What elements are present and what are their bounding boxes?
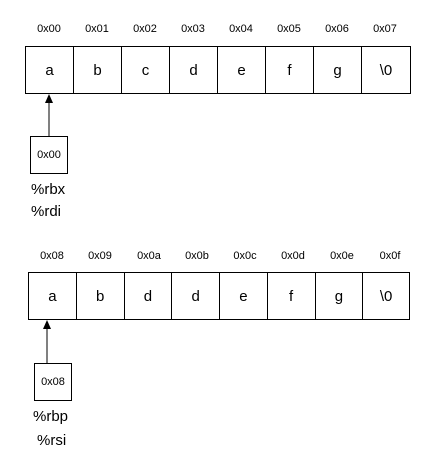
address-label: 0x0d (281, 250, 305, 262)
register-label: %rdi (31, 203, 62, 220)
register-label: %rbp (33, 408, 69, 425)
memory-cell: g (314, 47, 362, 93)
address-label: 0x0b (185, 250, 209, 262)
memory-cell: a (26, 47, 74, 93)
address-label: 0x0f (379, 250, 401, 262)
pointer-value-box: 0x00 (30, 136, 68, 174)
memory-cell: e (218, 47, 266, 93)
address-label: 0x07 (373, 23, 397, 35)
memory-cell: a (29, 273, 77, 319)
memory-cell: d (170, 47, 218, 93)
memory-cell: b (77, 273, 125, 319)
address-label: 0x0e (330, 250, 354, 262)
pointer-arrow (45, 94, 53, 136)
memory-cell: e (220, 273, 268, 319)
address-label: 0x03 (181, 23, 205, 35)
memory-cell: g (316, 273, 364, 319)
address-label: 0x01 (85, 23, 109, 35)
register-label: %rsi (37, 432, 67, 449)
memory-cell: d (125, 273, 173, 319)
register-label: %rbx (31, 181, 66, 198)
address-label: 0x05 (277, 23, 301, 35)
memory-cell: c (122, 47, 170, 93)
address-label: 0x04 (229, 23, 253, 35)
memory-array: a b c d e f g \0 (25, 46, 411, 94)
memory-cell: f (268, 273, 316, 319)
pointer-arrow (43, 320, 51, 363)
address-label: 0x0c (233, 250, 257, 262)
memory-cell: \0 (379, 287, 393, 305)
memory-cell: f (266, 47, 314, 93)
address-label: 0x08 (40, 250, 64, 262)
memory-cell: d (172, 273, 220, 319)
memory-cell: \0 (379, 61, 393, 79)
address-label: 0x09 (88, 250, 112, 262)
address-label: 0x06 (325, 23, 349, 35)
address-label: 0x00 (37, 23, 61, 35)
memory-cell: b (74, 47, 122, 93)
memory-array: a b d d e f g \0 (28, 272, 410, 320)
pointer-value-box: 0x08 (34, 363, 72, 401)
address-label: 0x0a (137, 250, 161, 262)
address-label: 0x02 (133, 23, 157, 35)
